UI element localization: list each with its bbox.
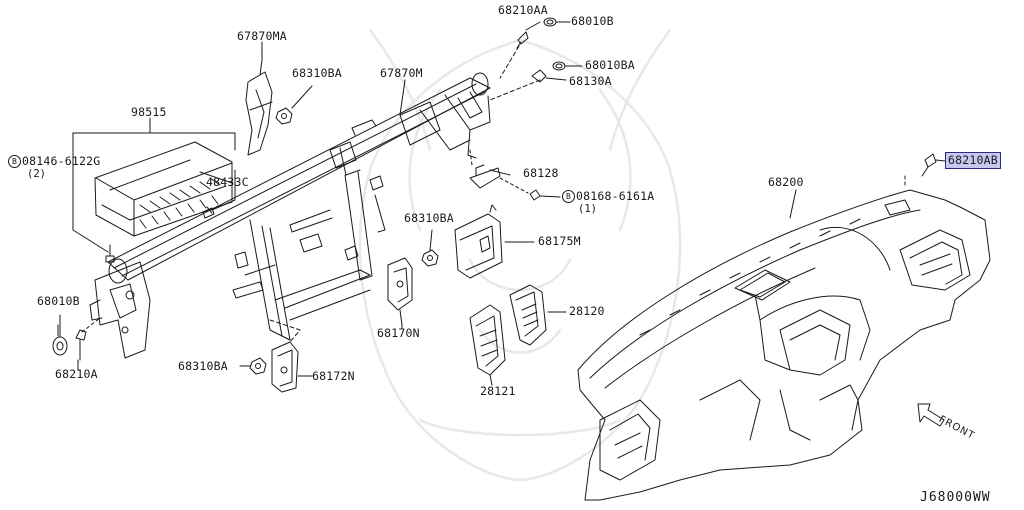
top-fasteners	[489, 17, 583, 101]
label-68210ab-highlighted[interactable]: 68210AB	[945, 152, 1001, 169]
label-28121: 28121	[480, 384, 516, 398]
label-68010b-left: 68010B	[37, 294, 80, 308]
bolt-symbol-2: B	[562, 190, 575, 203]
bracket-68175m	[454, 204, 535, 279]
steering-member-beam	[107, 72, 491, 284]
label-68010ba: 68010BA	[585, 58, 635, 72]
label-08146-qty: (2)	[27, 168, 46, 180]
nut-68310ba-top	[275, 85, 313, 125]
label-68170n: 68170N	[377, 326, 420, 340]
label-68210a: 68210A	[55, 367, 98, 381]
label-28120: 28120	[569, 304, 605, 318]
bolt-symbol: B	[8, 155, 21, 168]
diagram-code: J68000WW	[920, 490, 991, 505]
label-68310ba-bot: 68310BA	[178, 359, 228, 373]
label-98515: 98515	[131, 105, 167, 119]
nut-68310ba-mid	[421, 229, 439, 267]
label-67870m: 67870M	[380, 66, 423, 80]
left-end-bracket	[89, 261, 151, 359]
bracket-28120	[509, 284, 567, 346]
label-68128: 68128	[523, 166, 559, 180]
airbag-bolts	[105, 206, 215, 263]
clip-68128	[469, 149, 561, 201]
label-68130a: 68130A	[569, 74, 612, 88]
label-68010b-top: 68010B	[571, 14, 614, 28]
label-68175m: 68175M	[538, 234, 581, 248]
label-08168-text: 08168-6161A	[576, 189, 655, 203]
watermark-emblem	[358, 28, 682, 482]
left-fasteners	[52, 317, 101, 361]
instrument-panel	[577, 174, 991, 501]
label-68310ba-mid: 68310BA	[404, 211, 454, 225]
label-68210aa: 68210AA	[498, 3, 548, 17]
label-68310ba-top: 68310BA	[292, 66, 342, 80]
label-67870ma: 67870MA	[237, 29, 287, 43]
leader-lines	[59, 41, 797, 371]
bracket-68170n	[387, 257, 413, 326]
bolt-68210ab	[921, 153, 946, 177]
label-68172n: 68172N	[312, 369, 355, 383]
bracket-68172n	[239, 319, 313, 393]
bracket-67870ma	[245, 59, 273, 156]
bracket-28121	[469, 304, 506, 386]
label-08146-text: 08146-6122G	[22, 154, 101, 168]
passenger-airbag-module	[94, 141, 233, 237]
front-arrow	[917, 403, 945, 427]
center-brace-lines	[232, 171, 386, 341]
airbag-callout-box	[72, 117, 236, 253]
label-48433c: 48433C	[206, 175, 249, 189]
label-68200: 68200	[768, 175, 804, 189]
label-08168-qty: (1)	[578, 203, 597, 215]
